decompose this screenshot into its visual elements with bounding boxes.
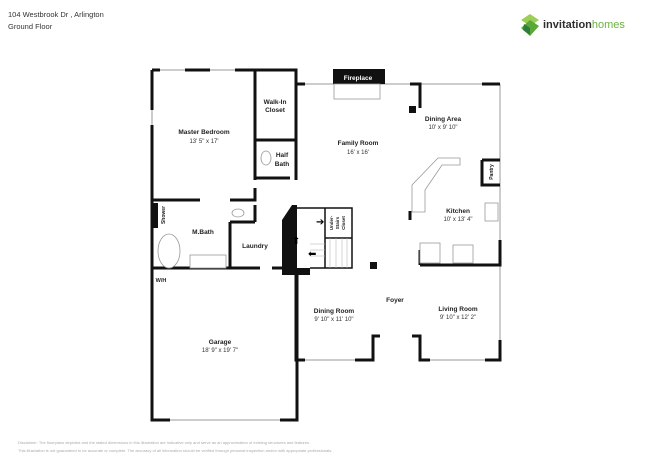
garage-dims: 18' 9" x 19' 7": [202, 348, 238, 354]
laundry-label: Laundry: [242, 243, 268, 250]
floor-label: Ground Floor: [8, 22, 53, 31]
kitchen-label: Kitchen: [446, 208, 470, 215]
family-room-dims: 16' x 16': [347, 150, 369, 156]
master-bedroom-dims: 13' 5" x 17': [189, 139, 218, 145]
dining-area-label: Dining Area: [425, 116, 462, 123]
fixtures: [157, 69, 499, 269]
stairs: ➔ ⬆ ⬅: [292, 207, 353, 269]
walk-in-closet-label: Walk-In: [264, 99, 287, 106]
under-stairs-closet-label-3: Closet: [341, 216, 346, 230]
m-bath-label: M.Bath: [192, 229, 214, 236]
water-heater-label: W/H: [156, 278, 167, 284]
master-bedroom-label: Master Bedroom: [178, 129, 230, 136]
foyer-label: Foyer: [386, 297, 404, 304]
dining-room-dims: 9' 10" x 11' 10": [314, 317, 353, 323]
disclaimer-line-1: Disclaimer: The floorplans depicted and …: [18, 440, 311, 445]
stair-arrow-right-icon: ➔: [316, 217, 324, 228]
under-stairs-closet-label: Under-: [329, 215, 334, 230]
pantry-label: Pantry: [489, 164, 495, 180]
invitation-homes-logo: invitationhomes: [520, 14, 625, 36]
fridge: [419, 242, 441, 264]
disclaimer-line-2: This illustration is not guaranteed to b…: [18, 448, 333, 453]
living-room-dims: 9' 10" x 12' 2": [440, 315, 476, 321]
logo-word-invitation: invitation: [543, 19, 592, 31]
fireplace-label: Fireplace: [344, 75, 373, 82]
sink: [484, 202, 499, 222]
dining-area-dims: 10' x 9' 10": [428, 125, 457, 131]
stair-arrow-left-icon: ⬅: [308, 249, 316, 260]
dining-room-label: Dining Room: [314, 308, 355, 315]
walls: [150, 68, 502, 422]
half-bath-label-2: Bath: [275, 161, 289, 168]
under-stairs-closet-label-2: Stairs: [335, 216, 340, 229]
logo-word-homes: homes: [591, 19, 625, 31]
bathtub: [157, 233, 181, 269]
kitchen-dims: 10' x 13' 4": [443, 217, 472, 223]
stove: [452, 244, 474, 264]
fireplace-box: [333, 69, 385, 84]
toilet: [260, 150, 272, 166]
walk-in-closet-label-2: Closet: [265, 107, 286, 114]
shower-label: Shower: [161, 206, 167, 224]
toilet: [231, 208, 245, 218]
family-room-label: Family Room: [338, 140, 379, 147]
vanity: [189, 254, 227, 269]
stair-arrow-up-icon: ⬆: [292, 236, 300, 247]
garage-label: Garage: [209, 339, 232, 346]
address: 104 Westbrook Dr , Arlington: [8, 10, 104, 19]
logo-icon: [521, 14, 539, 36]
half-bath-label: Half: [276, 152, 289, 159]
living-room-label: Living Room: [438, 306, 478, 313]
